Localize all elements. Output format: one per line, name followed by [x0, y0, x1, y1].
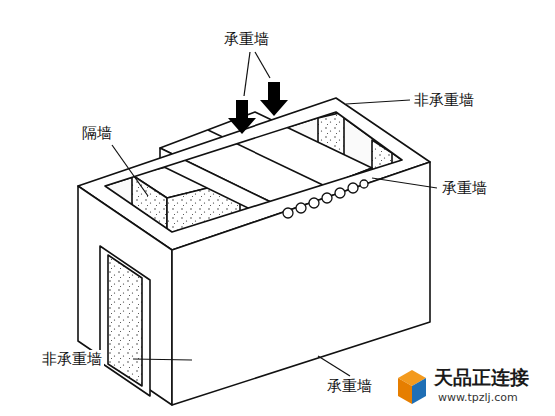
wall-label: 承重墙: [222, 30, 271, 48]
watermark-text: 天品正连接: [432, 366, 531, 389]
wall-label: 非承重墙: [40, 350, 104, 368]
wall-label: 承重墙: [325, 377, 374, 395]
wall-label: 隔墙: [80, 124, 114, 142]
wall-label: 非承重墙: [412, 91, 476, 109]
watermark-url: www.tpzlj.com: [436, 391, 520, 404]
wall-label: 承重墙: [440, 179, 489, 197]
